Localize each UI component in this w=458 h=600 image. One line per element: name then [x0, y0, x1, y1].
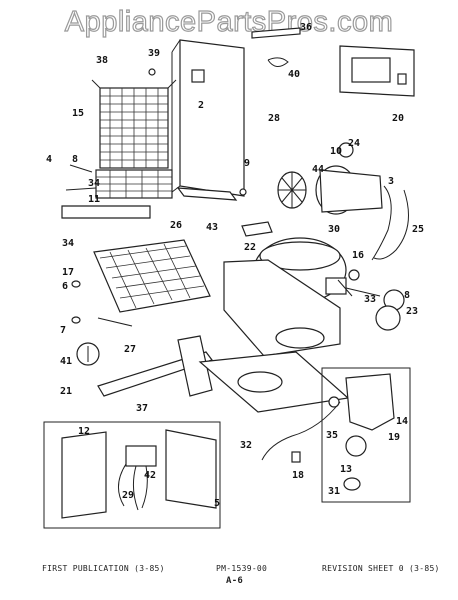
callout-43: 43: [206, 222, 218, 233]
back-panel: [179, 39, 245, 197]
callout-24: 24: [348, 138, 360, 149]
power-cord: [261, 401, 341, 461]
callout-6: 6: [62, 281, 68, 292]
clip-6: [71, 280, 81, 288]
callout-14: 14: [396, 416, 408, 427]
callout-8b: 8: [404, 290, 410, 301]
grommet-31: [343, 477, 361, 491]
callout-3: 3: [388, 176, 394, 187]
callout-7: 7: [60, 325, 66, 336]
callout-41: 41: [60, 356, 72, 367]
callout-12: 12: [78, 426, 90, 437]
callout-25: 25: [412, 224, 424, 235]
side-rail: [177, 335, 213, 397]
terminal-block: [125, 445, 157, 467]
callout-10: 10: [330, 146, 342, 157]
mounting-bracket: [61, 205, 151, 219]
drain-tray: [176, 187, 238, 201]
inset-frame: [321, 367, 411, 503]
callout-35: 35: [326, 430, 338, 441]
callout-27: 27: [124, 344, 136, 355]
fan-motor-assembly: [239, 142, 392, 261]
coil-lower-section: [95, 169, 173, 199]
power-wire: [373, 189, 409, 260]
fan-blade: [345, 435, 367, 457]
callout-11: 11: [88, 194, 100, 205]
wire-clip: [267, 57, 289, 67]
callout-13: 13: [340, 464, 352, 475]
callout-34b: 34: [62, 238, 74, 249]
callout-23: 23: [406, 306, 418, 317]
callout-40: 40: [288, 69, 300, 80]
cord-plug: [291, 451, 301, 463]
callout-44: 44: [312, 164, 324, 175]
cover-plate: [165, 429, 217, 509]
wiring-plate: [61, 431, 107, 519]
callout-36: 36: [300, 22, 312, 33]
evaporator-coil: [93, 239, 211, 313]
callout-42: 42: [144, 470, 156, 481]
callout-9: 9: [244, 158, 250, 169]
watermark: AppliancePartsPros.com: [64, 5, 394, 38]
callout-31: 31: [328, 486, 340, 497]
condenser-coil: [91, 79, 177, 169]
relay-body: [375, 305, 401, 331]
callout-29: 29: [122, 490, 134, 501]
callout-2: 2: [198, 100, 204, 111]
footer-revision: REVISION SHEET 0 (3-85): [322, 564, 440, 573]
callout-1b: 1: [332, 399, 336, 407]
callout-22: 22: [244, 242, 256, 253]
grommet-mount: [241, 221, 273, 237]
callout-21: 21: [60, 386, 72, 397]
cover-bar: [251, 27, 301, 39]
callout-37: 37: [136, 403, 148, 414]
callout-1a: 1: [352, 272, 356, 280]
callout-28: 28: [268, 113, 280, 124]
callout-17: 17: [62, 267, 74, 278]
callout-19: 19: [388, 432, 400, 443]
callout-20: 20: [392, 113, 404, 124]
callout-8: 8: [72, 154, 78, 165]
callout-15: 15: [72, 108, 84, 119]
footer-first-publication: FIRST PUBLICATION (3-85): [42, 564, 165, 573]
callout-30: 30: [328, 224, 340, 235]
callout-26: 26: [170, 220, 182, 231]
callout-5: 5: [214, 498, 220, 509]
tube-27: [97, 317, 133, 327]
footer-part-number: PM-1539-00: [216, 564, 268, 573]
footer-page-number: A-6: [226, 576, 244, 586]
callout-4: 4: [46, 154, 52, 165]
callout-38: 38: [96, 55, 108, 66]
callout-32: 32: [240, 440, 252, 451]
electrical-inset: [43, 421, 221, 529]
clip-7: [71, 316, 81, 324]
callout-16: 16: [352, 250, 364, 261]
callout-34a: 34: [88, 178, 100, 189]
callout-39: 39: [148, 48, 160, 59]
callout-33: 33: [364, 294, 376, 305]
callout-18: 18: [292, 470, 304, 481]
fan-shroud: [345, 373, 395, 431]
